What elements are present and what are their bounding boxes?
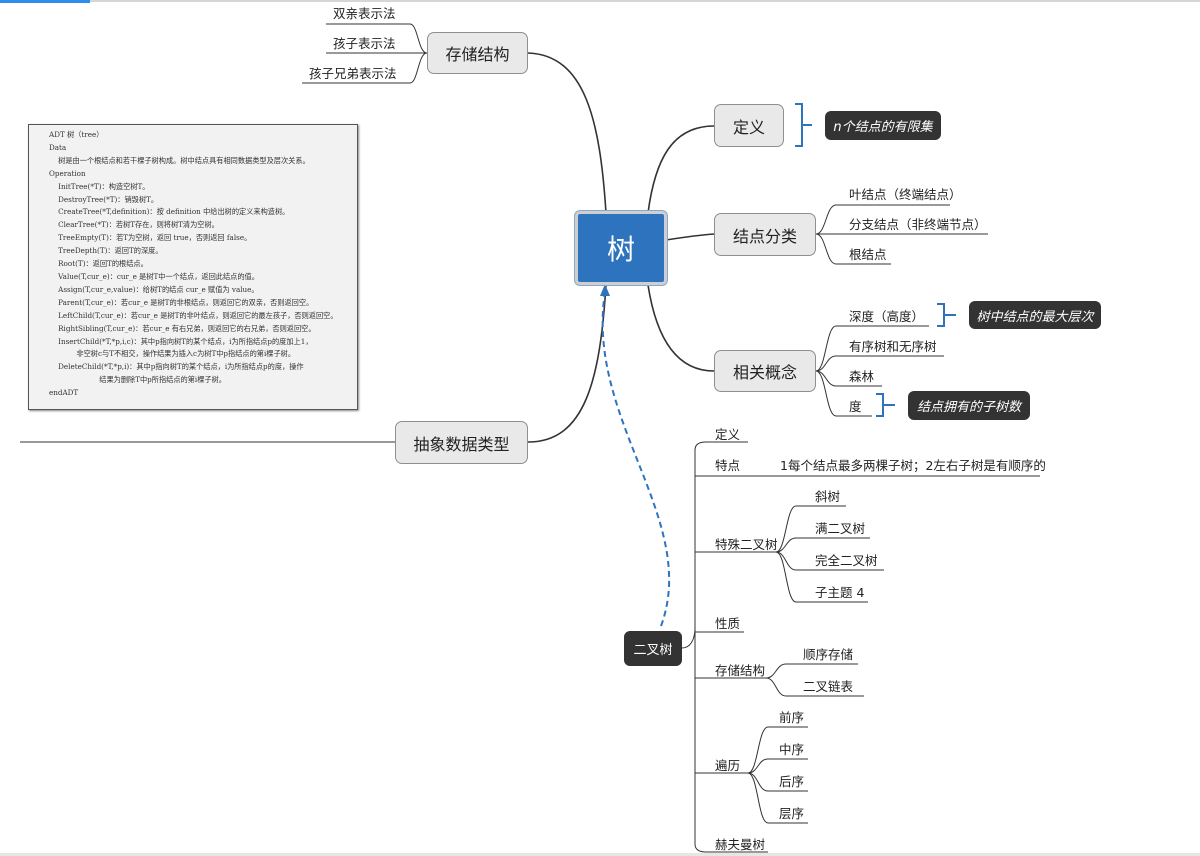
topic-storage-structure[interactable]: 存储结构 (427, 32, 528, 74)
bt-storage-linked[interactable]: 二叉链表 (803, 679, 854, 694)
doc-line: 非空树c与T不相交，操作结果为插入c为树T中p指结点的第i棵子树。 (49, 349, 296, 359)
topic-label: 相关概念 (732, 363, 797, 382)
relation-arrowhead (600, 284, 610, 296)
bt-storage-sequential[interactable]: 顺序存储 (803, 647, 854, 662)
doc-line: Assign(T,cur_e,value)：给树T的结点 cur_e 赋值为 v… (49, 284, 259, 294)
topic-label: 存储结构 (445, 45, 510, 64)
link-concepts (647, 284, 715, 372)
degree-bracket (876, 393, 895, 417)
doc-line: TreeEmpty(T)：若T为空树，返回 true，否则返回 false。 (49, 233, 252, 243)
topic-label: 结点分类 (732, 226, 797, 246)
root-topic[interactable]: 树 (575, 211, 667, 285)
doc-line: Data (49, 142, 67, 152)
definition-bracket (795, 103, 812, 147)
topic-label: 抽象数据类型 (413, 434, 510, 454)
bt-traversal-levelorder[interactable]: 层序 (779, 806, 805, 821)
subtopic-branch-node[interactable]: 分支结点（非终端节点） (849, 217, 987, 232)
note-depth[interactable]: 树中结点的最大层次 (969, 301, 1101, 329)
bt-property[interactable]: 性质 (715, 616, 741, 631)
doc-line: ADT 树（tree） (49, 130, 104, 139)
doc-line: endADT (49, 388, 79, 398)
bt-traversal[interactable]: 遍历 (715, 758, 741, 773)
subtopic-degree[interactable]: 度 (849, 399, 862, 414)
doc-line: LeftChild(T,cur_e)：若cur_e 是树T的非叶结点，则返回它的… (49, 310, 338, 320)
doc-line: DestroyTree(*T)：销毁树T。 (49, 194, 159, 204)
subtopic-forest[interactable]: 森林 (849, 369, 875, 384)
doc-line: CreateTree(*T,definition)：按 definition 中… (49, 207, 290, 217)
adt-document-image: ADT 树（tree） Data 树是由一个根结点和若干棵子树构成。树中结点具有… (28, 124, 358, 410)
doc-line: InitTree(*T)：构造空树T。 (49, 181, 150, 191)
doc-line: Operation (49, 168, 86, 178)
topic-label: 定义 (732, 117, 765, 137)
bt-traversal-preorder[interactable]: 前序 (779, 710, 805, 725)
link-node-types (665, 233, 715, 241)
doc-line: RightSibling(T,cur_e)：若cur_e 有右兄弟，则返回它的右… (49, 323, 316, 333)
doc-line: InsertChild(*T,*p,i,c)：其中p指向树T的某个结点，i为所指… (49, 336, 313, 346)
doc-line: Root(T)：返回T的根结点。 (49, 259, 148, 269)
bt-special-skew[interactable]: 斜树 (815, 489, 841, 504)
subtopic-root-node[interactable]: 根结点 (849, 247, 887, 262)
subtopic-leaf-node[interactable]: 叶结点（终端结点） (849, 187, 962, 202)
root-label: 树 (606, 233, 635, 266)
doc-line: 结果为删除T中p所指结点的第i棵子树。 (49, 375, 226, 385)
doc-line: DeleteChild(*T,*p,i)：其中p指向树T的某个结点，i为所指结点… (49, 362, 304, 372)
topic-binary-tree[interactable]: 二叉树 (624, 631, 682, 666)
subtopic-child-representation[interactable]: 孩子表示法 (333, 36, 396, 51)
top-border (0, 0, 1200, 2)
bt-storage[interactable]: 存储结构 (715, 663, 766, 678)
doc-line: ClearTree(*T)：若树T存在，则将树T清为空树。 (49, 220, 219, 230)
subtopic-ordered-tree[interactable]: 有序树和无序树 (849, 339, 937, 354)
link-storage (527, 52, 607, 214)
bt-definition[interactable]: 定义 (715, 427, 741, 442)
link-definition (647, 125, 715, 214)
topic-label: 二叉树 (633, 643, 673, 658)
bt-special-full[interactable]: 满二叉树 (815, 521, 866, 536)
doc-line: Parent(T,cur_e)：若cur_e 是树T的非根结点，则返回它的双亲，… (49, 297, 314, 307)
doc-line: TreeDepth(T)：返回T的深度。 (49, 246, 163, 256)
bottom-border (0, 853, 1200, 856)
subtopic-depth[interactable]: 深度（高度） (849, 309, 925, 324)
bt-traversal-postorder[interactable]: 后序 (779, 774, 805, 789)
active-tab-indicator (0, 0, 90, 3)
topic-definition[interactable]: 定义 (714, 104, 784, 147)
doc-line: 树是由一个根结点和若干棵子树构成。树中结点具有相同数据类型及层次关系。 (49, 155, 310, 165)
bt-feature[interactable]: 特点 (715, 458, 741, 473)
binary-tree-relation-line (601, 291, 671, 627)
subtopic-parent-representation[interactable]: 双亲表示法 (333, 6, 396, 21)
bt-special-subtopic4[interactable]: 子主题 4 (815, 585, 865, 600)
bt-special-complete[interactable]: 完全二叉树 (815, 553, 878, 568)
bt-special[interactable]: 特殊二叉树 (715, 537, 778, 552)
depth-bracket (937, 303, 956, 327)
topic-concepts[interactable]: 相关概念 (714, 350, 816, 392)
topic-node-types[interactable]: 结点分类 (714, 213, 816, 256)
note-definition[interactable]: n个结点的有限集 (825, 111, 941, 140)
note-degree[interactable]: 结点拥有的子树数 (908, 391, 1030, 420)
bt-traversal-inorder[interactable]: 中序 (779, 742, 805, 757)
bt-huffman[interactable]: 赫夫曼树 (715, 837, 766, 852)
doc-line: Value(T,cur_e)：cur_e 是树T中一个结点，返回此结点的值。 (49, 271, 259, 281)
bt-feature-value[interactable]: 1每个结点最多两棵子树；2左右子树是有顺序的 (780, 458, 1046, 473)
subtopic-child-sibling-representation[interactable]: 孩子兄弟表示法 (309, 66, 397, 81)
topic-adt[interactable]: 抽象数据类型 (395, 421, 528, 464)
link-adt (527, 284, 607, 443)
